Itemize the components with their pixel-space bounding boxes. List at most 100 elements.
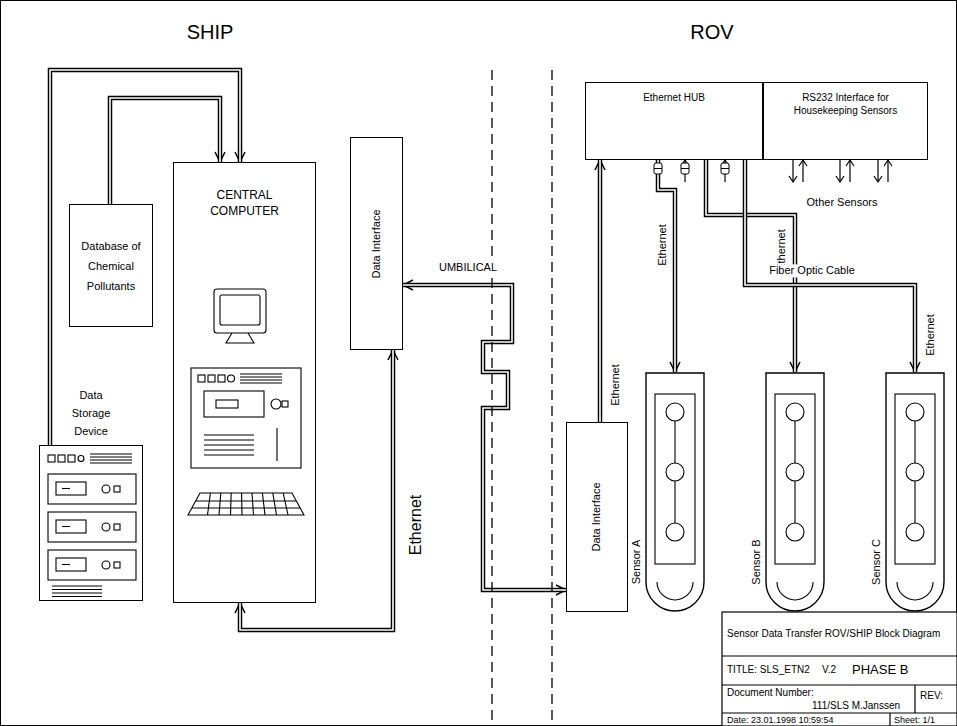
title-block-cell: V.2 <box>822 664 836 676</box>
button <box>282 401 288 407</box>
connector-label: Ethernet <box>609 362 622 408</box>
vent-lines <box>240 382 282 383</box>
sensor-label: Sensor C <box>870 539 884 585</box>
sensor-element <box>906 403 924 421</box>
illustration <box>40 446 144 602</box>
node-label: Data Interface <box>370 209 384 278</box>
interface-box: RS232 Interface for Housekeeping Sensors <box>763 82 928 160</box>
node-label: Data Storage Device <box>59 386 123 440</box>
key-rows <box>283 493 288 515</box>
connector-line <box>745 160 915 372</box>
illustration <box>765 372 825 612</box>
vent-lines <box>90 462 132 463</box>
node-label: Data Interface <box>590 482 604 551</box>
connector-line <box>745 160 915 372</box>
vent-lines <box>204 449 254 450</box>
sensor-element <box>786 523 804 541</box>
sensor-note: Other Sensors <box>807 196 878 209</box>
drive-display <box>62 526 70 527</box>
sensor-panel <box>895 394 935 564</box>
sensor-element <box>786 463 804 481</box>
vent-lines <box>240 373 282 374</box>
drive-unit <box>48 550 136 580</box>
sensor-element <box>666 463 684 481</box>
ferrite-symbol <box>654 163 729 174</box>
vent-lines <box>52 589 102 590</box>
storage-device: Data Storage Device <box>39 445 143 601</box>
vent-lines <box>90 453 132 454</box>
drive-bay <box>204 391 264 417</box>
sensor-housing <box>886 373 944 611</box>
sensor-label: Sensor B <box>750 539 764 584</box>
sensor-element <box>666 523 684 541</box>
interface-box: Data Interface <box>350 137 403 350</box>
cable-label: Ethernet <box>924 314 937 356</box>
vent-lines <box>52 585 102 586</box>
sensor-link <box>794 421 795 463</box>
sensor-tip <box>777 582 813 600</box>
sensor-element <box>906 463 924 481</box>
title-block-cell: Document Number: <box>727 687 814 699</box>
connector <box>403 285 566 590</box>
title-block-cell: Sensor Data Transfer ROV/SHIP Block Diag… <box>727 628 940 640</box>
connector-label: Ethernet <box>656 222 669 268</box>
button <box>198 375 205 382</box>
connector-label: UMBILICAL <box>437 261 499 274</box>
sensor-panel <box>775 394 815 564</box>
connector <box>745 160 915 372</box>
vent-lines <box>52 596 102 597</box>
key-rows <box>219 493 221 515</box>
button <box>208 375 215 382</box>
sensor-probe: Sensor A <box>645 372 705 612</box>
interface-box: Data Interface <box>566 422 628 612</box>
title-block-cell: Date: 23.01.1998 10:59:54 <box>727 714 834 725</box>
button <box>68 455 75 462</box>
side-heading: ROV <box>690 20 733 44</box>
cable-stubs <box>681 160 729 182</box>
button <box>102 485 110 493</box>
key-rows <box>262 493 265 515</box>
title-block <box>722 612 957 726</box>
sensor-panel <box>655 394 695 564</box>
drive-unit <box>48 474 136 504</box>
vent-lines <box>240 379 282 380</box>
node-label: RS232 Interface for Housekeeping Sensors <box>771 91 921 117</box>
drive-slot <box>216 400 238 408</box>
database-box: Database of Chemical Pollutants <box>69 204 153 327</box>
drive-display <box>56 558 86 571</box>
drive-display <box>56 520 86 533</box>
cpu-unit <box>191 368 301 468</box>
drive-unit <box>48 512 136 542</box>
sensor-link <box>674 421 675 463</box>
drive-display <box>62 564 70 565</box>
sensor-probe: Sensor C <box>885 372 945 612</box>
sensor-link <box>794 481 795 523</box>
side-heading: SHIP <box>187 20 234 44</box>
key-rows <box>241 493 242 515</box>
node-label: Database of Chemical Pollutants <box>76 236 146 296</box>
divider-line <box>491 70 492 726</box>
connector-line <box>599 160 601 422</box>
sensor-housing <box>646 373 704 611</box>
key-rows <box>230 493 232 515</box>
sensor-housing <box>766 373 824 611</box>
sensor-element <box>906 523 924 541</box>
title-block-cell: TITLE: SLS_ETN2 <box>727 664 810 676</box>
divider-line <box>551 70 552 726</box>
button <box>102 561 110 569</box>
button <box>48 455 55 462</box>
button <box>78 456 84 462</box>
button <box>58 455 65 462</box>
button <box>114 486 120 492</box>
illustration <box>174 163 317 604</box>
sensor-wires <box>789 160 892 182</box>
connector-line <box>598 160 603 422</box>
connector-label: Ethernet <box>406 493 425 557</box>
panel-line <box>276 428 277 461</box>
button <box>102 523 110 531</box>
illustration <box>885 372 945 612</box>
sensor-probe: Sensor B <box>765 372 825 612</box>
